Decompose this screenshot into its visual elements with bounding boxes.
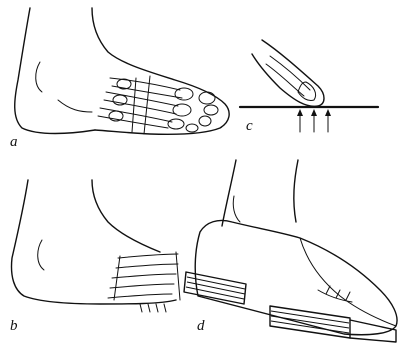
panel-a-toe (186, 124, 198, 132)
panel-a-foot-illustration: a (10, 8, 229, 150)
panel-label-c: c (246, 118, 253, 134)
panel-a-toe (199, 116, 211, 126)
panel-d-shoe-illustration: d (184, 160, 397, 342)
panel-b-foot-illustration: b (10, 180, 180, 334)
panel-a-toe (199, 92, 215, 104)
panel-c-pressure-arrows (297, 109, 331, 132)
panel-c-pressure-illustration: c (240, 40, 378, 134)
panel-label-b: b (10, 318, 18, 334)
panel-a-metatarsals (98, 76, 193, 134)
panel-d-shoe-heel (184, 272, 246, 304)
panel-label-d: d (197, 318, 205, 334)
panel-d-shoe-upper (195, 220, 397, 334)
panel-d-shoe-sole (270, 306, 396, 342)
panel-a-toe (204, 105, 218, 115)
panel-label-a: a (10, 134, 18, 150)
